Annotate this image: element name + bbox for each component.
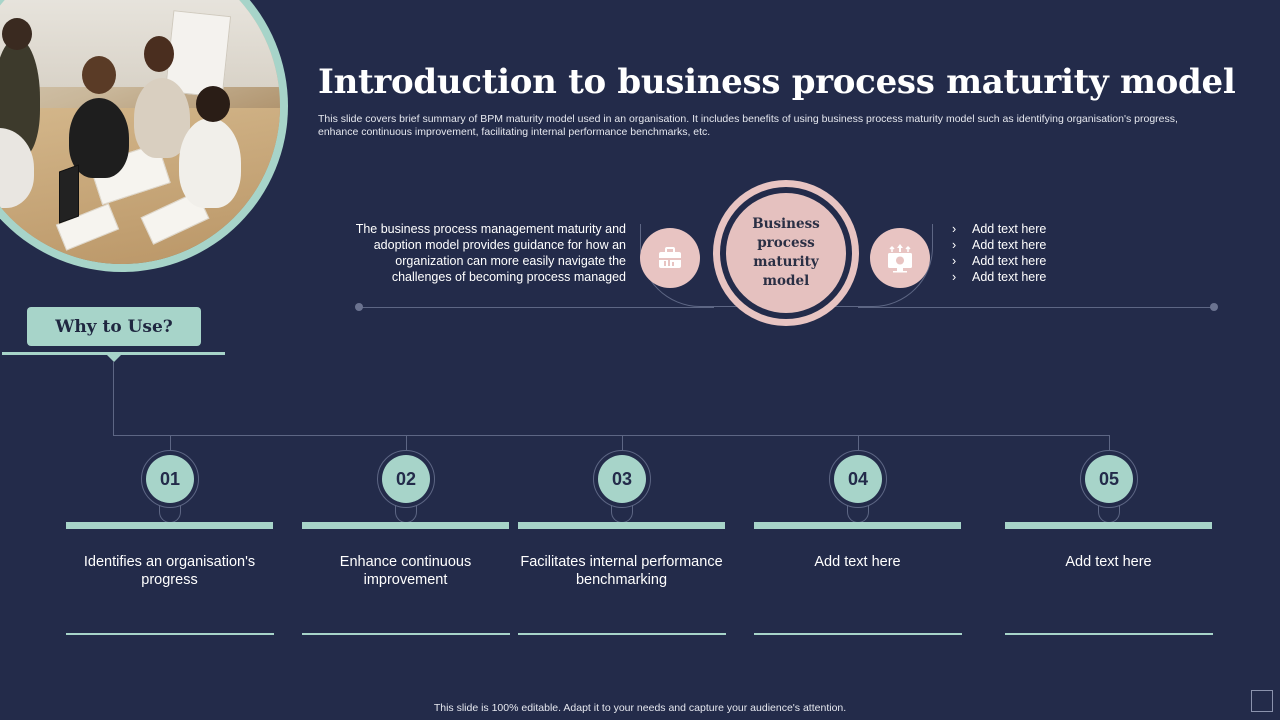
step-shelf (302, 522, 509, 529)
tree-stem (113, 362, 114, 436)
step-underline (1005, 633, 1213, 635)
step-underline (518, 633, 726, 635)
center-label: Business process maturity model (752, 216, 820, 289)
step-node-ring (1080, 450, 1138, 508)
axis-end-dot-left (355, 303, 363, 311)
tree-branch (113, 435, 1110, 436)
step-node-ring (377, 450, 435, 508)
step-text: Enhance continuous improvement (339, 554, 472, 588)
slide-corner-square (1251, 690, 1273, 712)
page-subtitle: This slide covers brief summary of BPM m… (318, 113, 1178, 138)
step-node-ring (829, 450, 887, 508)
tree-drop (1109, 435, 1110, 450)
photo-head (144, 36, 174, 72)
chevron-right-icon: › (952, 238, 957, 252)
step-shelf (754, 522, 961, 529)
center-axis-right (858, 307, 1214, 308)
step-text: Facilitates internal performance benchma… (520, 554, 723, 588)
step-number-badge: 04 (834, 455, 882, 503)
right-icon-circle (870, 228, 930, 288)
photo-head (2, 18, 32, 50)
step-underline (754, 633, 962, 635)
photo-wall (0, 0, 280, 88)
step-underline (302, 633, 510, 635)
tree-drop (406, 435, 407, 450)
bullet-item: ›Add text here (952, 254, 1047, 268)
photo-head (82, 56, 116, 94)
why-to-use-label: Why to Use? (27, 307, 201, 346)
step-underline (66, 633, 274, 635)
step-number-badge: 05 (1085, 455, 1133, 503)
photo-person (179, 118, 241, 208)
center-hub: Business process maturity model (726, 193, 846, 313)
step-number-badge: 01 (146, 455, 194, 503)
bullet-item: ›Add text here (952, 238, 1047, 252)
step-node-ring (593, 450, 651, 508)
step-number-badge: 03 (598, 455, 646, 503)
briefcase-icon (659, 247, 681, 268)
center-description: The business process management maturity… (355, 222, 626, 284)
bullet-item: ›Add text here (952, 270, 1047, 284)
step-node-ring (141, 450, 199, 508)
axis-end-dot-right (1210, 303, 1218, 311)
why-pointer (107, 355, 121, 362)
team-meeting-photo (0, 0, 280, 264)
step-shelf (518, 522, 725, 529)
photo-laptop (59, 164, 79, 224)
photo-person (69, 98, 129, 178)
tree-drop (858, 435, 859, 450)
page-title: Introduction to business process maturit… (318, 62, 1236, 102)
step-number-badge: 02 (382, 455, 430, 503)
step-shelf (1005, 522, 1212, 529)
center-axis-left (360, 307, 714, 308)
monitor-growth-icon (888, 244, 912, 273)
left-icon-circle (640, 228, 700, 288)
chevron-right-icon: › (952, 254, 957, 268)
why-underline-bar (2, 352, 225, 355)
right-bullet-list: ›Add text here ›Add text here ›Add text … (952, 221, 1046, 285)
step-text: Add text here (814, 554, 901, 570)
chevron-right-icon: › (952, 270, 957, 284)
tree-drop (170, 435, 171, 450)
bullet-item: ›Add text here (952, 222, 1047, 236)
step-text: Add text here (1065, 554, 1152, 570)
photo-head (196, 86, 230, 122)
tree-drop (622, 435, 623, 450)
step-text: Identifies an organisation's progress (83, 554, 256, 588)
chevron-right-icon: › (952, 222, 957, 236)
footer-note: This slide is 100% editable. Adapt it to… (433, 702, 847, 714)
step-shelf (66, 522, 273, 529)
